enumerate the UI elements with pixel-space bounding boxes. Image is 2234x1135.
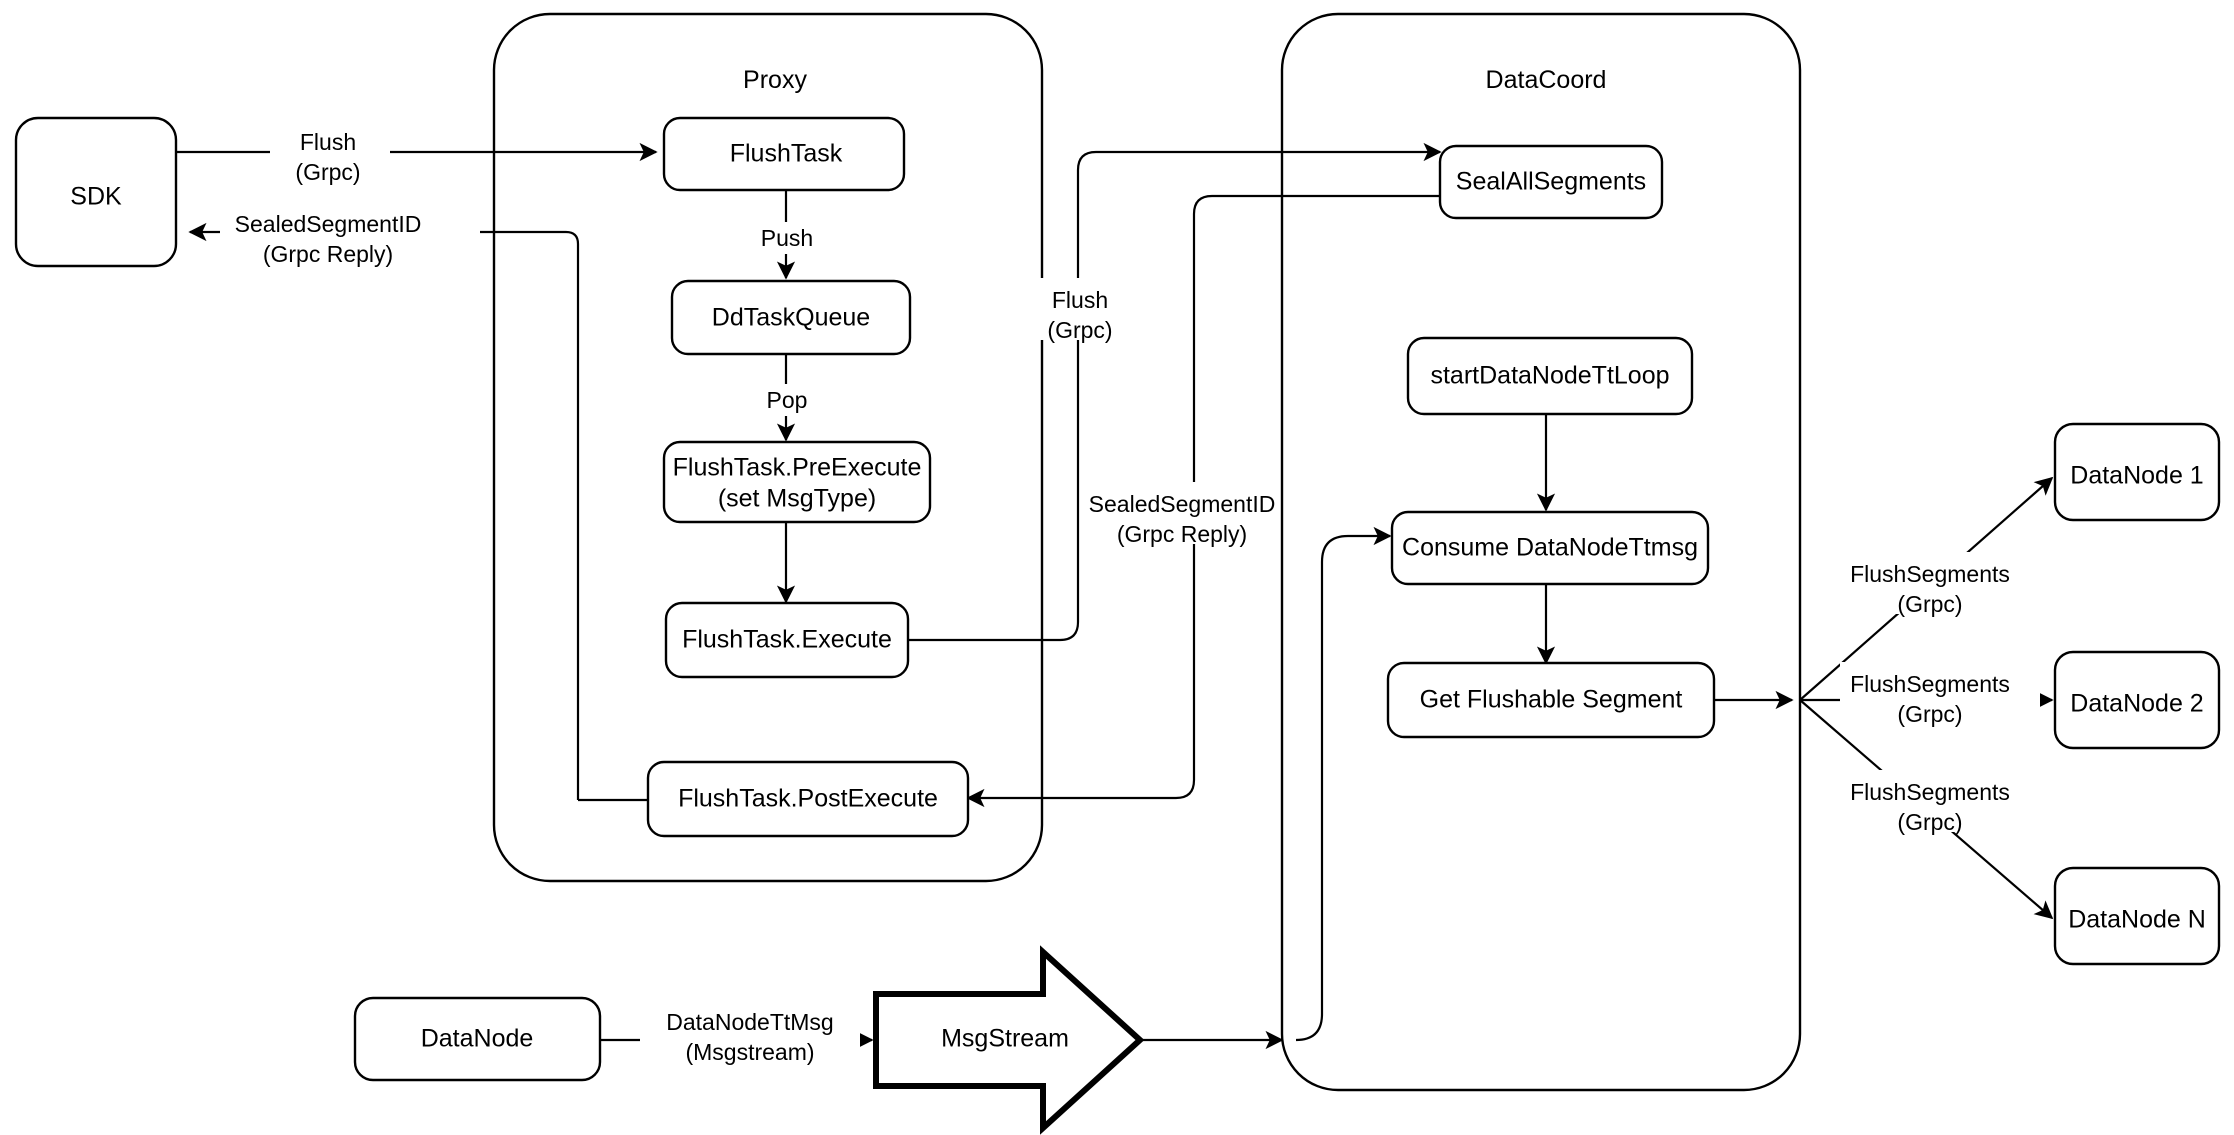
label-sealedsegmentid-line1: SealedSegmentID bbox=[235, 211, 422, 237]
node-flushtask-preexecute[interactable]: FlushTask.PreExecute (set MsgType) bbox=[662, 440, 932, 524]
ddtaskqueue-label: DdTaskQueue bbox=[712, 304, 870, 332]
label-flushsegmentsn-line2: (Grpc) bbox=[1897, 809, 1962, 835]
datacoord-container-label: DataCoord bbox=[1486, 66, 1607, 94]
datanode1-label: DataNode 1 bbox=[2070, 462, 2203, 490]
consume-rect[interactable] bbox=[1390, 510, 1710, 586]
label-pop-text: Pop bbox=[767, 387, 808, 413]
preexecute-label-line1: FlushTask.PreExecute bbox=[673, 454, 922, 482]
startttloop-label: startDataNodeTtLoop bbox=[1430, 362, 1669, 390]
preexecute-rect[interactable] bbox=[662, 440, 932, 524]
postexecute-label: FlushTask.PostExecute bbox=[678, 785, 938, 813]
datanoden-label: DataNode N bbox=[2068, 906, 2206, 934]
node-sealallsegments[interactable]: SealAllSegments bbox=[1438, 144, 1664, 220]
datanode1-rect[interactable] bbox=[2053, 422, 2221, 522]
datanode-bottom-label: DataNode bbox=[421, 1025, 534, 1053]
label-push-text: Push bbox=[761, 225, 813, 251]
msgstream-shape[interactable] bbox=[873, 945, 1145, 1135]
label-datanodettmsg-line2: (Msgstream) bbox=[685, 1039, 814, 1065]
label-flushsegmentsn-line1: FlushSegments bbox=[1850, 779, 2010, 805]
consume-label: Consume DataNodeTtmsg bbox=[1402, 534, 1698, 562]
label-datanodettmsg-line1: DataNodeTtMsg bbox=[666, 1009, 833, 1035]
label-flush-grpc-line1: Flush bbox=[300, 129, 356, 155]
sealallsegments-label: SealAllSegments bbox=[1456, 168, 1646, 196]
getflushable-rect[interactable] bbox=[1386, 661, 1716, 739]
edge-execute-to-sealallsegments bbox=[908, 142, 1442, 642]
node-datanode-1[interactable]: DataNode 1 bbox=[2053, 422, 2221, 522]
node-msgstream[interactable]: MsgStream bbox=[873, 945, 1145, 1135]
sealallsegments-rect[interactable] bbox=[1438, 144, 1664, 220]
label-push: Push bbox=[752, 222, 822, 254]
getflushable-label: Get Flushable Segment bbox=[1420, 686, 1683, 714]
node-consume-datanodettmsg[interactable]: Consume DataNodeTtmsg bbox=[1390, 510, 1710, 586]
flushtask-label: FlushTask bbox=[730, 140, 843, 168]
label-flushsegments2-line1: FlushSegments bbox=[1850, 671, 2010, 697]
datanode2-rect[interactable] bbox=[2053, 650, 2221, 750]
label-flush-coord-line1: Flush bbox=[1052, 287, 1108, 313]
datanoden-rect[interactable] bbox=[2053, 866, 2221, 966]
datanode-bottom-rect[interactable] bbox=[353, 996, 602, 1082]
label-sealedsegmentid-line2: (Grpc Reply) bbox=[263, 241, 393, 267]
sdk-rect[interactable] bbox=[14, 116, 178, 268]
label-proxy-to-sdk: SealedSegmentID (Grpc Reply) bbox=[220, 204, 480, 267]
label-proxy-to-coord: Flush (Grpc) bbox=[1028, 278, 1132, 343]
ddtaskqueue-rect[interactable] bbox=[670, 279, 912, 356]
node-datanode-n[interactable]: DataNode N bbox=[2053, 866, 2221, 966]
label-flushsegments2-line2: (Grpc) bbox=[1897, 701, 1962, 727]
datanode2-label: DataNode 2 bbox=[2070, 690, 2203, 718]
label-sealedsegmentid-coord-line1: SealedSegmentID bbox=[1089, 491, 1276, 517]
label-flushsegments1-line2: (Grpc) bbox=[1897, 591, 1962, 617]
execute-label: FlushTask.Execute bbox=[682, 626, 892, 654]
preexecute-label-line2: (set MsgType) bbox=[718, 485, 876, 513]
node-datanode-bottom[interactable]: DataNode bbox=[353, 996, 602, 1082]
node-ddtaskqueue[interactable]: DdTaskQueue bbox=[670, 279, 912, 356]
node-startdatanodettloop[interactable]: startDataNodeTtLoop bbox=[1406, 336, 1694, 416]
label-flushsegments-2: FlushSegments (Grpc) bbox=[1840, 662, 2040, 727]
postexecute-rect[interactable] bbox=[646, 760, 970, 838]
msgstream-label: MsgStream bbox=[941, 1025, 1069, 1053]
label-flushsegments-n: FlushSegments (Grpc) bbox=[1840, 770, 2040, 835]
label-datanode-ttmsg: DataNodeTtMsg (Msgstream) bbox=[640, 1000, 860, 1065]
node-flushtask-execute[interactable]: FlushTask.Execute bbox=[664, 601, 910, 679]
label-flushsegments-1: FlushSegments (Grpc) bbox=[1840, 552, 2040, 617]
label-sdk-to-proxy: Flush (Grpc) bbox=[270, 122, 390, 185]
label-sealedsegmentid-coord-line2: (Grpc Reply) bbox=[1117, 521, 1247, 547]
node-flushtask[interactable]: FlushTask bbox=[662, 116, 906, 192]
execute-rect[interactable] bbox=[664, 601, 910, 679]
node-sdk[interactable]: SDK bbox=[14, 116, 178, 268]
proxy-container-label: Proxy bbox=[743, 66, 807, 94]
flushtask-rect[interactable] bbox=[662, 116, 906, 192]
label-flushsegments1-line1: FlushSegments bbox=[1850, 561, 2010, 587]
label-flush-coord-line2: (Grpc) bbox=[1047, 317, 1112, 343]
edge-datacoord-to-consume bbox=[1295, 526, 1392, 1042]
node-get-flushable-segment[interactable]: Get Flushable Segment bbox=[1386, 661, 1716, 739]
label-pop: Pop bbox=[756, 384, 818, 416]
startttloop-rect[interactable] bbox=[1406, 336, 1694, 416]
label-coord-to-proxy: SealedSegmentID (Grpc Reply) bbox=[1088, 482, 1278, 547]
node-flushtask-postexecute[interactable]: FlushTask.PostExecute bbox=[646, 760, 970, 838]
node-datanode-2[interactable]: DataNode 2 bbox=[2053, 650, 2221, 750]
label-flush-grpc-line2: (Grpc) bbox=[295, 159, 360, 185]
sdk-label: SDK bbox=[70, 183, 122, 211]
edge-postexecute-to-sdk bbox=[188, 222, 580, 800]
